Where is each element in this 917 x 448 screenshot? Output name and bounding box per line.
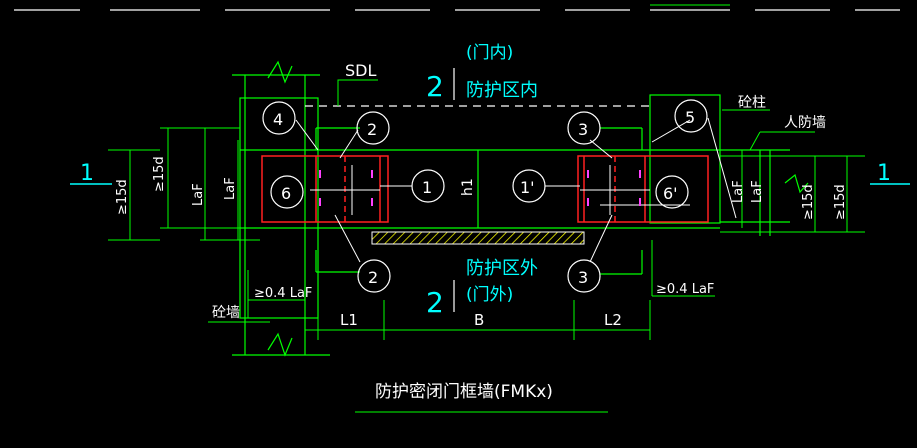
dim-ge15d-right-inner: ≥15d (801, 184, 816, 220)
bubble-3-top-text: 3 (578, 120, 588, 139)
h1-label: h1 (460, 178, 476, 196)
dim-ge15d-left-inner: ≥15d (152, 156, 167, 192)
dim-lof-left-outer: LaF (191, 183, 206, 206)
door-outside-label: (门外) (466, 285, 513, 305)
bubble-2-bottom-text: 2 (368, 268, 378, 287)
bubble-4-text: 4 (273, 110, 283, 129)
wall-outline (232, 60, 809, 357)
concrete-wall-label: 砼墙 (212, 305, 240, 321)
dim-04lof-right: ≥0.4 LaF (656, 282, 714, 297)
rebar-cage-right (577, 155, 709, 223)
dim-ge15d-right-outer: ≥15d (833, 184, 848, 220)
door-inside-label: (门内) (466, 43, 513, 63)
bubble-3-top: 3 (567, 111, 601, 145)
sdl-leader (337, 79, 378, 106)
rebar-white-lines (310, 165, 690, 215)
bubble-3-bottom: 3 (567, 259, 601, 293)
section-label-left: 1 (80, 161, 94, 186)
dim-b: B (474, 311, 484, 329)
anchor-dims (247, 240, 715, 318)
bubble-leaders (295, 117, 737, 263)
dim-l2: L2 (604, 311, 622, 329)
dim-lof-right-outer: LaF (731, 180, 746, 203)
dim-04lof-left: ≥0.4 LaF (254, 286, 312, 301)
right-dimensions (720, 150, 865, 233)
section-label-right: 1 (877, 161, 891, 186)
dim-l1: L1 (340, 311, 358, 329)
left-dimensions (108, 127, 260, 241)
bubble-1-text: 1 (422, 178, 432, 197)
bubble-5: 5 (674, 99, 708, 133)
bubble-1: 1 (411, 169, 445, 203)
bubble-6: 6 (270, 175, 304, 209)
detail-number-bottom: 2 (426, 286, 444, 319)
dim-lof-left-inner: LaF (223, 177, 238, 200)
bubble-6-prime: 6' (655, 175, 689, 209)
bubble-4: 4 (262, 101, 296, 135)
concrete-column-label: 砼柱 (738, 95, 766, 111)
protect-outside-label: 防护区外 (466, 258, 538, 279)
bubble-2-top-text: 2 (367, 120, 377, 139)
bubble-3-bottom-text: 3 (578, 268, 588, 287)
bubble-6-prime-text: 6' (663, 184, 678, 203)
bubble-5-text: 5 (685, 108, 695, 127)
bubble-1-prime: 1' (512, 169, 546, 203)
bottom-dimension-chain (305, 300, 651, 340)
bubble-6-text: 6 (281, 184, 291, 203)
dim-ge15d-left-outer: ≥15d (115, 179, 130, 215)
detail-number-top: 2 (426, 70, 444, 103)
bubble-1-prime-text: 1' (520, 178, 535, 197)
protect-inside-label: 防护区内 (466, 80, 538, 101)
drawing-title: 防护密闭门框墙(FMKx) (375, 382, 553, 402)
rebar-magenta-marks (319, 170, 641, 206)
civil-wall-label: 人防墙 (784, 115, 826, 131)
dim-lof-right-inner: LaF (750, 180, 765, 203)
door-leaf-hatched (371, 231, 585, 245)
bubble-2-top: 2 (356, 111, 390, 145)
sdl-label: SDL (345, 61, 376, 80)
rebar-cage-left (261, 155, 389, 223)
civil-wall-leader-2 (749, 131, 761, 151)
bubble-2-bottom: 2 (357, 259, 391, 293)
